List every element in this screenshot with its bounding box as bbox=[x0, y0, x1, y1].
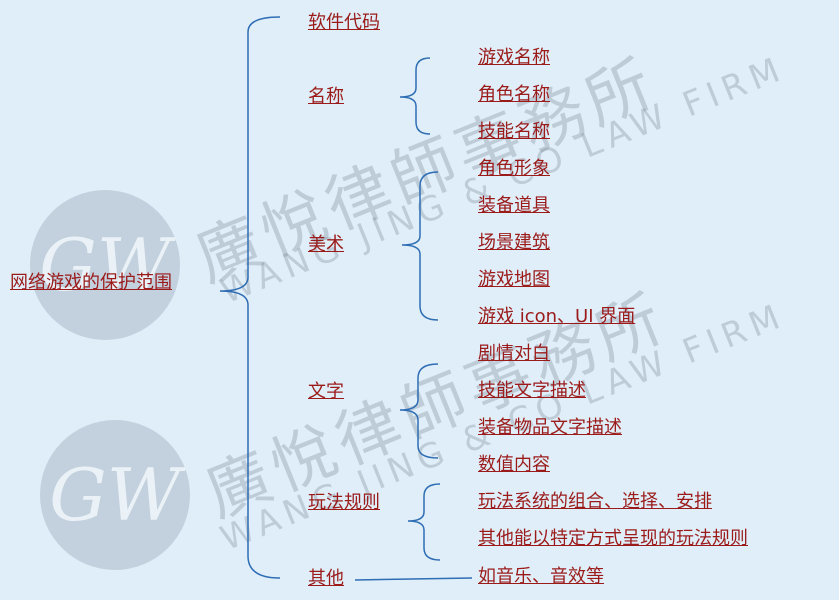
other-line bbox=[354, 577, 473, 581]
leaf-text-item: 剧情对白 bbox=[478, 343, 550, 364]
leaf-art-item: 游戏 icon、UI 界面 bbox=[478, 306, 636, 327]
text-bracket bbox=[399, 363, 439, 459]
leaf-art-item: 场景建筑 bbox=[478, 232, 550, 253]
leaf-text-item: 技能文字描述 bbox=[478, 380, 586, 401]
name-bracket bbox=[399, 57, 431, 135]
branch-code: 软件代码 bbox=[308, 12, 380, 33]
branch-rules: 玩法规则 bbox=[308, 492, 380, 513]
branch-text: 文字 bbox=[308, 381, 344, 402]
leaf-name-item: 技能名称 bbox=[478, 121, 550, 142]
branch-other: 其他 bbox=[308, 568, 344, 589]
leaf-art-item: 装备道具 bbox=[478, 195, 550, 216]
leaf-name-item: 游戏名称 bbox=[478, 47, 550, 68]
leaf-text-item: 数值内容 bbox=[478, 454, 550, 475]
main-bracket bbox=[219, 16, 281, 579]
branch-art: 美术 bbox=[308, 234, 344, 255]
leaf-text-item: 装备物品文字描述 bbox=[478, 417, 622, 438]
leaf-art-item: 角色形象 bbox=[478, 158, 550, 179]
root-label: 网络游戏的保护范围 bbox=[10, 272, 172, 293]
art-bracket bbox=[401, 171, 439, 321]
leaf-rules-item: 其他能以特定方式呈现的玩法规则 bbox=[478, 528, 748, 549]
leaf-art-item: 游戏地图 bbox=[478, 269, 550, 290]
leaf-rules-item: 玩法系统的组合、选择、安排 bbox=[478, 491, 712, 512]
rules-bracket bbox=[407, 483, 441, 561]
leaf-name-item: 角色名称 bbox=[478, 84, 550, 105]
leaf-other-item: 如音乐、音效等 bbox=[478, 566, 604, 587]
branch-name: 名称 bbox=[308, 86, 344, 107]
